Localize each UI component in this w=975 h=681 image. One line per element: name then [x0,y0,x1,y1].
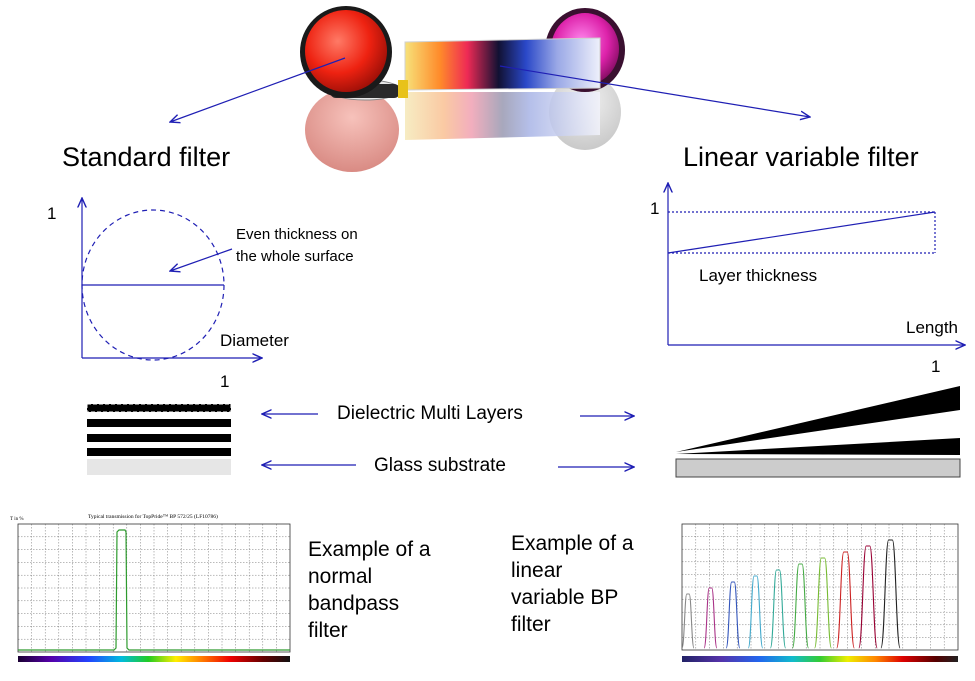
transmission-peak [858,545,878,649]
linear-layer-stack [675,386,961,478]
plot-y-unit: T in % [10,517,24,522]
linear-glass-substrate [675,458,961,478]
length-label: Length [906,318,958,337]
spectrum-strip-reflection [405,92,600,140]
linear-filter-title: Linear variable filter [683,142,919,172]
bandpass-peak [18,529,290,651]
linear-bp-caption: Example of a linear variable BP filter [511,532,634,636]
standard-filter-title: Standard filter [62,142,231,172]
glass-substrate-label: Glass substrate [374,455,506,476]
red-filter [305,10,387,92]
transmission-peak [747,575,764,649]
transmission-peak [703,587,718,649]
spectrum-bar-linear [682,656,958,662]
even-thickness-annotation: Even thickness on the whole surface [236,226,358,265]
transmission-peak [814,557,832,649]
pointer-arrow-standard [170,57,346,122]
dielectric-layers-label: Dielectric Multi Layers [337,403,523,424]
normal-bandpass-plot: T in % Typical transmission for TopPride… [10,513,291,662]
layer-thickness-label: Layer thickness [699,266,818,285]
linear-x-unit: 1 [931,357,941,376]
plot-header: Typical transmission for TopPride™ BP 57… [88,513,218,520]
red-filter-reflection [305,88,399,172]
transmission-peak [681,593,695,649]
linear-bp-plot [681,523,959,662]
standard-y-unit: 1 [47,204,57,223]
diameter-label: Diameter [220,331,289,350]
transmission-peak [836,551,855,649]
standard-x-unit: 1 [220,372,230,391]
standard-glass-substrate [87,459,231,475]
spectrum-bar [18,656,290,662]
transmission-peak [769,569,787,649]
standard-layer-stack [86,403,232,475]
thickness-slope-line [667,211,936,254]
normal-bandpass-caption: Example of a normal bandpass filter [308,538,431,642]
transmission-peak [791,563,810,649]
linear-variable-filter-strip [405,38,600,90]
transmission-peak [880,539,901,649]
annotation-arrow [170,248,233,271]
transmission-peak [725,581,741,649]
linear-y-unit: 1 [650,199,660,218]
pointer-arrow-linear [499,65,810,117]
